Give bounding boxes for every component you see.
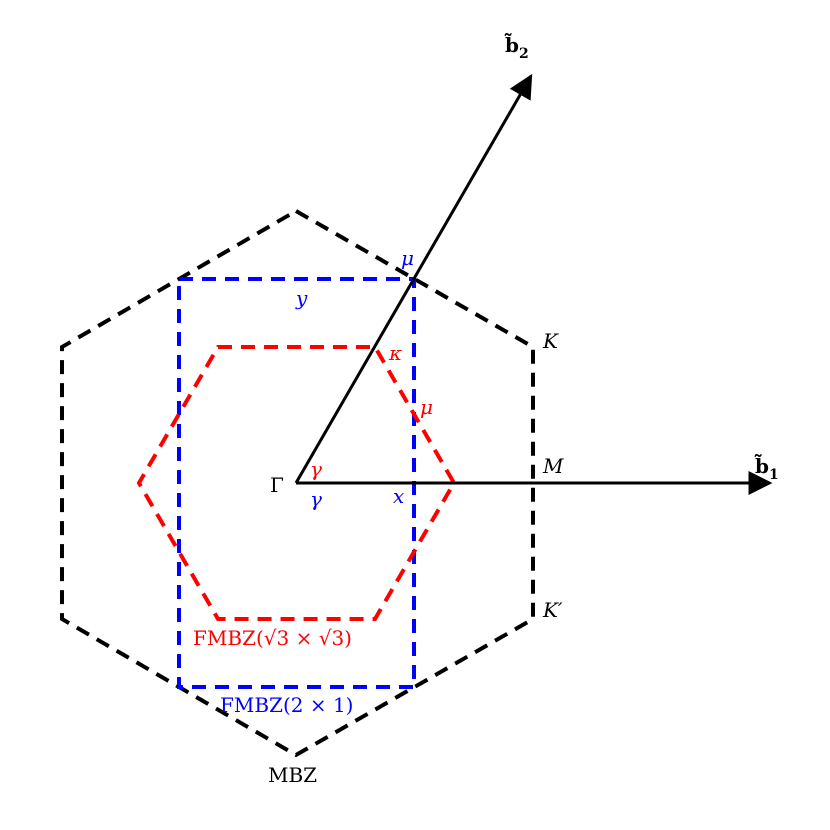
- label-x: x: [393, 484, 404, 508]
- b2-vector-arrow: [294, 73, 533, 484]
- fmbz-sqrt3-name: FMBZ(√3 × √3): [193, 626, 352, 650]
- mbz-name: MBZ: [268, 763, 317, 787]
- label-y: y: [295, 286, 308, 310]
- label-gamma-red: γ: [310, 457, 322, 481]
- label-mu-blue: μ: [401, 246, 414, 270]
- label-Gamma: Γ: [270, 473, 284, 497]
- label-mu-red: μ: [420, 395, 433, 419]
- label-K: K: [542, 329, 559, 353]
- b2-label: b̃2: [504, 32, 529, 62]
- mbz-hexagon: [60, 208, 535, 758]
- fmbz-2x1-name: FMBZ(2 × 1): [220, 693, 353, 717]
- fmbz-sqrt3-hexagon: [136, 345, 457, 621]
- b1-label: b̃1: [754, 453, 779, 483]
- label-gamma-blue: γ: [310, 487, 322, 511]
- label-K-prime: K′: [542, 598, 563, 622]
- label-M: M: [542, 454, 564, 478]
- label-kappa: κ: [388, 341, 402, 365]
